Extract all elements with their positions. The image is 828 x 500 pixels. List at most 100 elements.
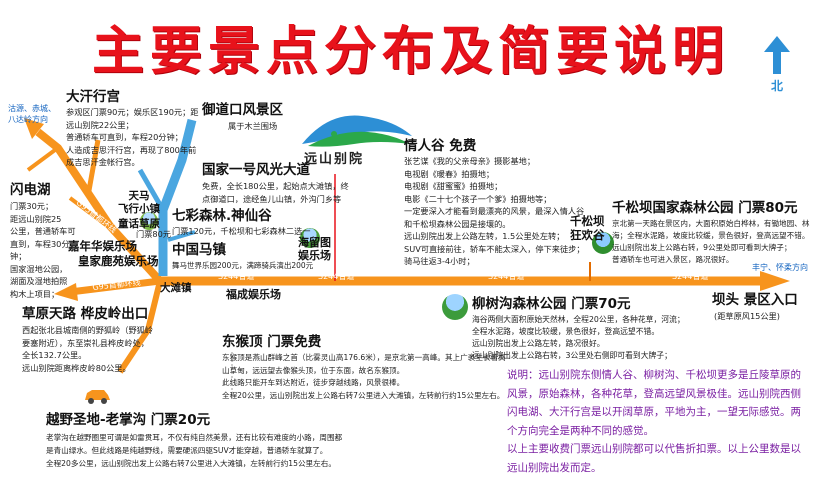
note-line: 远山别院出发而定。 bbox=[507, 461, 602, 474]
spot-huangjia-name: 皇家鹿苑娱乐场 bbox=[78, 254, 159, 268]
spot-guojia1-name: 国家一号风光大道 bbox=[202, 162, 310, 178]
road-label-s244-a: S244省道 bbox=[218, 272, 255, 281]
desc-line: 全程20多公里，远山别院出发上公路右转7公里进入大滩镇，左转前行约15公里左右。 bbox=[46, 459, 336, 468]
spot-dahan-name: 大汗行宫 bbox=[66, 89, 120, 105]
desc-line: 免费，全长180公里，起始点大滩镇，终 bbox=[202, 181, 349, 191]
road-label-s244-d: S244省道 bbox=[672, 272, 709, 281]
spot-tongqu-name: 童话草原 bbox=[118, 218, 160, 230]
spot-qicaisen-name: 七彩森林.神仙谷 bbox=[172, 208, 272, 224]
desc-line: 骑马往返3-4小时； bbox=[404, 256, 475, 266]
desc-line: 远山别院出发上公路右转，9公里处即可看到大牌子； bbox=[612, 243, 792, 252]
spot-caoyuan-name: 草原天路 桦皮岭出口 bbox=[22, 306, 149, 322]
hub-label: 大滩镇 bbox=[160, 282, 192, 294]
note-line: 以上主要收费门票远山别院都可以代售折扣票。以上公里数是以 bbox=[507, 443, 801, 455]
desc-line: 国家湿地公园， bbox=[10, 263, 68, 274]
desc-line: 要塞附近），东至崇礼县桦皮岭处， bbox=[22, 337, 149, 348]
spot-qingrengu-desc: 张艺谋《我的父亲母亲》摄影基地； 电视剧《暖春》拍摄地； 电视剧《甜蜜蜜》拍摄地… bbox=[404, 155, 585, 268]
blue-road-branch bbox=[137, 168, 166, 212]
spot-tongqu-desc: 门票80元 bbox=[136, 229, 171, 239]
note-line: 闪电湖、大汗行宫是以开阔草原，平地为主，一望无际感觉。两 bbox=[507, 406, 801, 418]
desc-line: 点御道口，途经鱼儿山镇，外沟门乡等 bbox=[202, 193, 342, 204]
road-label-s244-b: S244省道 bbox=[318, 272, 355, 281]
desc-line: 西起张北县城南侧的野狐岭（野狐岭 bbox=[22, 325, 154, 335]
g95-west-arrow bbox=[54, 283, 78, 301]
spot-qingrengu-name: 情人谷 免费 bbox=[404, 138, 477, 154]
spot-yueye-desc: 老掌沟在越野圈里可谓是如雷贯耳，不仅有纯自然美景，还有比较有难度的小路，周围都 … bbox=[46, 431, 342, 470]
spot-dahan-desc: 参观区门票90元；娱乐区190元；距 远山别院22公里； 普通轿车可直到，车程2… bbox=[66, 106, 198, 169]
spot-qicaisen-desc: 门票120元，千松坝和七彩森林二选一 bbox=[172, 226, 311, 236]
spot-yudaokou-name: 御道口风景区 bbox=[202, 102, 283, 118]
spot-haiyintu-name: 海留图 娱乐场 bbox=[298, 236, 331, 262]
desc-line: 京北第一天路在景区内，大面积原始白桦林，有锄地园、林 bbox=[612, 219, 810, 228]
spot-liushugou-name: 柳树沟森林公园 门票70元 bbox=[472, 296, 631, 312]
desc-line: 此线路只能开车到达附近，徒步穿越线路，风景很棒。 bbox=[222, 378, 405, 387]
desc-line: 湖面及湿地拍照 bbox=[10, 276, 68, 286]
desc-line: 远山别院22公里； bbox=[66, 119, 134, 130]
jianianhua-photo bbox=[140, 212, 158, 230]
g95-west-road bbox=[69, 277, 161, 296]
desc-line: 远山别院距离桦皮岭80公里。 bbox=[22, 362, 131, 373]
desc-line: 距远山别院25 bbox=[10, 213, 62, 224]
desc-line: 电影《二十七个孩子一个爹》拍摄地等； bbox=[404, 193, 552, 204]
spot-yueye-name: 越野圣地-老掌沟 门票20元 bbox=[46, 412, 211, 428]
liushugou-photo bbox=[442, 294, 468, 320]
desc-line: 是青山绿水。但此线路是纯越野线，需要硬派四驱SUV才能穿越，普通轿车就算了。 bbox=[46, 446, 328, 455]
branch-dahan bbox=[85, 139, 101, 197]
south-road bbox=[117, 280, 163, 374]
suv-icon bbox=[85, 390, 110, 404]
desc-line: SUV可直接前往，轿车不能太深入，停下来徒步； bbox=[404, 243, 585, 254]
desc-line: 电视剧《暖春》拍摄地； bbox=[404, 168, 495, 179]
compass-label: 北 bbox=[771, 79, 784, 93]
haiyintu-photo bbox=[300, 228, 320, 248]
desc-line: 远山别院出发上公路左转，1.5公里处左转； bbox=[404, 231, 565, 241]
desc-line: 直到，车程30分 bbox=[10, 238, 70, 249]
yuanshan-logo: 远山别院 bbox=[298, 104, 416, 174]
desc-line: 全程水泥路，坡度比较缓，景色很好，登高远望不错。 bbox=[472, 327, 660, 336]
north-arrow-icon bbox=[764, 36, 790, 74]
spot-shandian-desc: 门票30元； 距远山别院25 公里，普通轿车可 直到，车程30分 钟； 国家湿地… bbox=[10, 200, 76, 300]
logo-mountains-icon bbox=[302, 115, 412, 147]
spot-donghou-name: 东猴顶 门票免费 bbox=[222, 334, 322, 350]
page-title: 主要景点分布及简要说明 bbox=[92, 22, 731, 82]
spot-batou-desc: (距草原风15公里) bbox=[714, 311, 780, 321]
desc-line: 远山别院出发上公路左转，路况很好。 bbox=[472, 339, 605, 348]
desc-line: 和千松坝森林公园是接壤的。 bbox=[404, 218, 511, 229]
explanation-note: 说明：远山别院东侧情人谷、柳树沟、千松坝更多是丘陵草原的 风景，原始森林，各种花… bbox=[507, 366, 807, 477]
spot-qiansongba-desc: 京北第一天路在景区内，大面积原始白桦林，有锄地园、林 海；全程水泥路，坡度比较缓… bbox=[612, 218, 809, 266]
spot-yudaokou-desc: 属于木兰围场 bbox=[228, 121, 278, 131]
desc-line: 人造成吉思汗行宫，再现了800年前 bbox=[66, 144, 197, 155]
desc-line: 构木上项目； bbox=[10, 288, 60, 299]
logo-text: 远山别院 bbox=[304, 152, 365, 167]
spot-guojia1-desc: 免费，全长180公里，起始点大滩镇，终 点御道口，途经鱼儿山镇，外沟门乡等 bbox=[202, 180, 349, 205]
desc-line: 一定要深入才能看到最漂亮的风景，最深入情人谷 bbox=[404, 206, 585, 216]
spot-liushugou-desc: 海谷两侧大面积原始天然林，全程20公里，各种花草，河流； 全程水泥路，坡度比较缓… bbox=[472, 314, 685, 362]
s244-east-arrow bbox=[760, 271, 790, 291]
desc-line: 公里，普通轿车可 bbox=[10, 226, 76, 236]
desc-line: 全程20公里，远山别院出发上公路右转7公里进入大滩镇，左转前行约15公里左右。 bbox=[222, 390, 505, 400]
desc-line: 参观区门票90元；娱乐区190元；距 bbox=[66, 107, 199, 117]
northwest-arrow bbox=[24, 118, 44, 139]
desc-line: 海谷两侧大面积原始天然林，全程20公里，各种花草，河流； bbox=[472, 315, 685, 324]
desc-line: 老掌沟在越野圈里可谓是如雷贯耳，不仅有纯自然美景，还有比较有难度的小路，周围都 bbox=[46, 433, 343, 442]
spot-zhongguoma-desc: 舞马世界乐园200元，满蹄骑兵演出200元 bbox=[172, 261, 314, 270]
spot-donghou-desc: 东猴顶是燕山群峰之首（比雾灵山高176.6米），是京北第一高峰。其上广袤生长着高… bbox=[222, 352, 506, 402]
spot-caoyuan-desc: 西起张北县城南侧的野狐岭（野狐岭 要塞附近），东至崇礼县桦皮岭处， 全长132.… bbox=[22, 324, 153, 374]
desc-line: 全长132.7公里。 bbox=[22, 350, 87, 360]
desc-line: 钟； bbox=[10, 251, 27, 261]
desc-line: 张艺谋《我的父亲母亲》摄影基地； bbox=[404, 156, 536, 166]
spot-qiansongba-name: 千松坝国家森林公园 门票80元 bbox=[612, 200, 798, 216]
desc-line: 成吉思汗金帐行宫。 bbox=[66, 157, 140, 167]
blue-road-branch2 bbox=[167, 230, 196, 242]
blue-road-main bbox=[158, 118, 197, 276]
desc-line: 门票30元； bbox=[10, 201, 54, 211]
spot-tianma-name: 天马 飞行小镇 bbox=[118, 190, 160, 215]
desc-line: 远山别院出发上公路右转，3公里处右侧即可看到大牌子； bbox=[472, 351, 672, 360]
note-line: 说明：远山别院东侧情人谷、柳树沟、千松坝更多是丘陵草原的 bbox=[507, 369, 801, 381]
g95-diag-road bbox=[68, 196, 116, 233]
road-label-s244-c: S244省道 bbox=[488, 272, 525, 281]
branch-shandian bbox=[26, 148, 57, 172]
note-line: 个方向完全是两种不同的感觉。 bbox=[507, 424, 654, 437]
desc-line: 山草甸，远远望去像猴头顶，位于东面，故名东猴顶。 bbox=[222, 365, 405, 375]
